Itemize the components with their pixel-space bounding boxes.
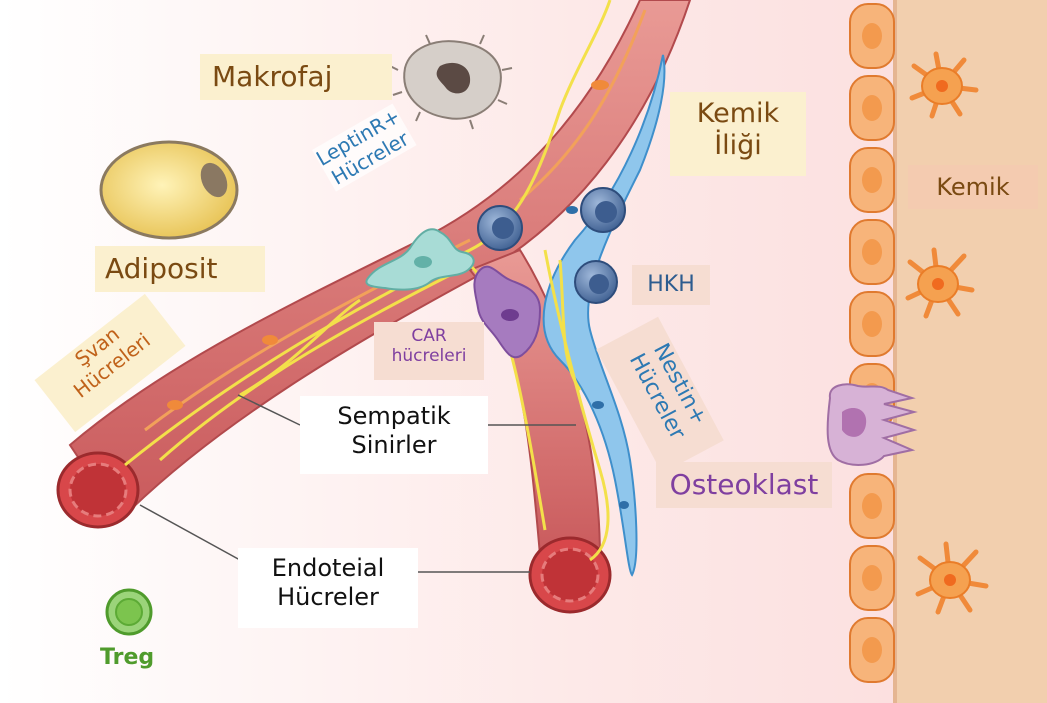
osteoblast-nucleus xyxy=(862,239,882,265)
osteoblast-nucleus xyxy=(862,167,882,193)
label-car: CAR hücreleri xyxy=(374,322,484,380)
osteoblast-column xyxy=(850,4,894,682)
label-hkh: HKH xyxy=(632,265,710,305)
osteoblast-nucleus xyxy=(862,23,882,49)
label-sempatik-line2: Sinirler xyxy=(300,431,488,460)
treg-cell xyxy=(107,590,151,634)
label-endoteial-line1: Endoteial xyxy=(238,554,418,583)
label-adiposit: Adiposit xyxy=(95,246,265,292)
label-car-line2: hücreleri xyxy=(374,346,484,366)
bone-matrix xyxy=(895,0,1047,703)
label-sempatik-sinirler: Sempatik Sinirler xyxy=(300,396,488,474)
vessel-cross-section-right xyxy=(530,538,610,612)
label-endoteial-line2: Hücreler xyxy=(238,583,418,612)
label-makrofaj: Makrofaj xyxy=(200,54,392,100)
label-kemik-iligi-line1: Kemik xyxy=(670,98,806,130)
osteoclast-cell xyxy=(828,384,914,465)
osteoblast-nucleus xyxy=(862,311,882,337)
label-kemik-iligi-line2: İliği xyxy=(670,130,806,162)
osteoblast-nucleus xyxy=(862,565,882,591)
label-treg: Treg xyxy=(100,645,154,671)
label-car-line1: CAR xyxy=(374,326,484,346)
label-endoteial-hucreler: Endoteial Hücreler xyxy=(238,548,418,628)
label-osteoklast: Osteoklast xyxy=(656,462,832,508)
osteoblast-nucleus xyxy=(862,95,882,121)
adipocyte-cell xyxy=(101,142,237,238)
label-kemik-iligi: Kemik İliği xyxy=(670,92,806,176)
osteoblast-nucleus xyxy=(862,637,882,663)
label-kemik: Kemik xyxy=(908,165,1038,209)
label-sempatik-line1: Sempatik xyxy=(300,402,488,431)
osteoblast-nucleus xyxy=(862,493,882,519)
